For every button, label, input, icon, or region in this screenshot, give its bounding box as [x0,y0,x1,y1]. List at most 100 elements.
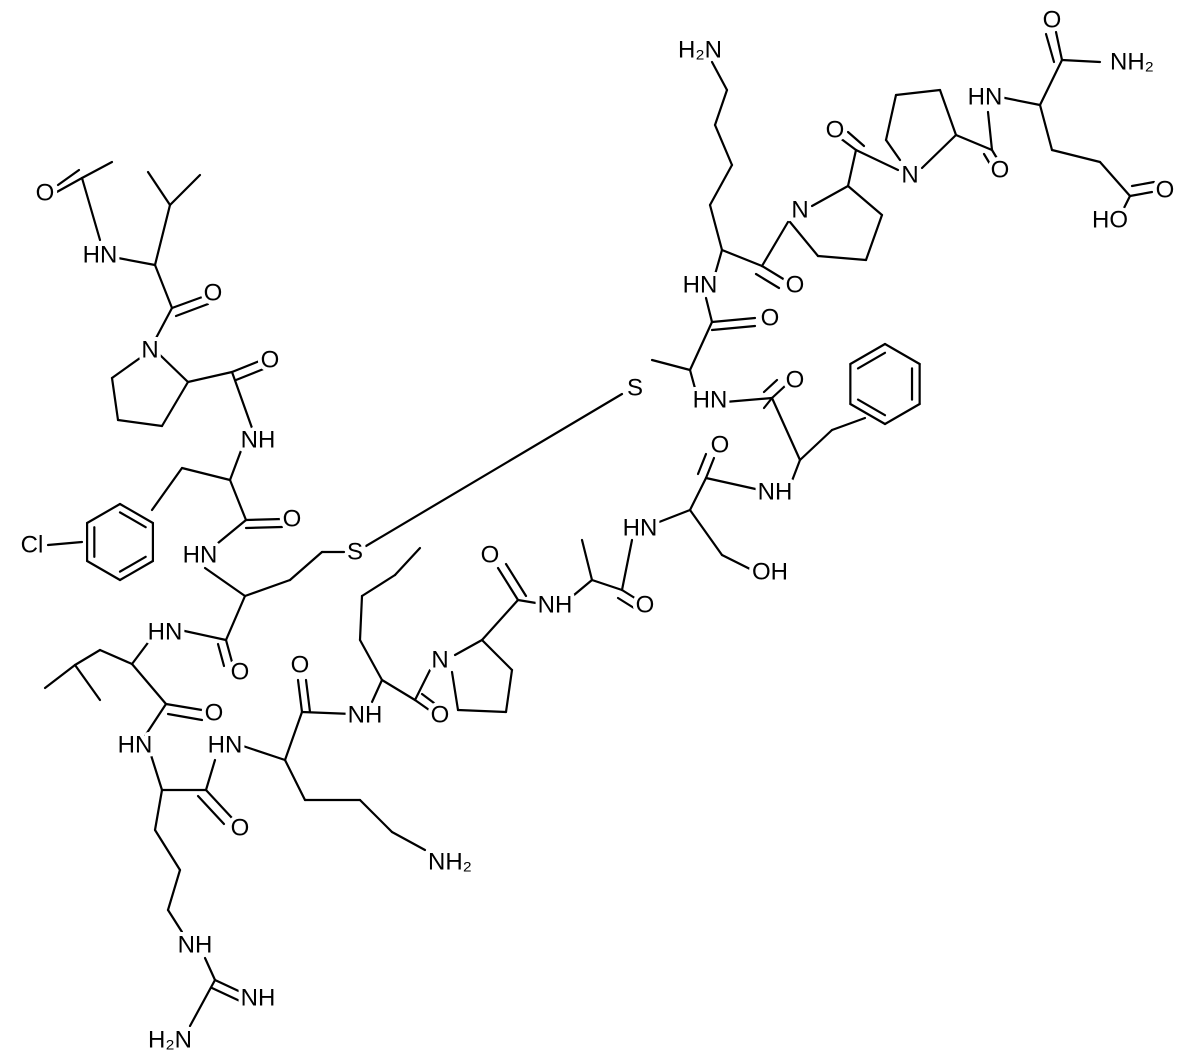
bond [158,353,190,384]
atom-label: H₂N [148,1027,192,1054]
bond [153,306,174,342]
bond [884,138,902,162]
atom-label: O [291,652,310,679]
bond [708,203,724,252]
atom-label: O [36,180,55,207]
bond [849,342,887,366]
atom-label: HO [1092,207,1128,234]
bond [838,136,858,152]
bond [846,148,858,188]
bond [413,698,434,714]
bond [810,184,850,208]
bond [798,428,834,462]
bond [196,794,226,826]
bond [760,264,787,282]
bond [453,638,484,657]
bond [224,638,234,664]
bond [456,708,508,714]
bond [300,710,354,716]
bond [846,130,866,148]
bond [56,168,81,187]
bond [186,370,234,384]
atom-label: O [761,305,780,332]
atom-label: O [636,592,655,619]
atom-label: NH [348,702,383,729]
bond [370,678,384,704]
bond [204,788,234,820]
atom-label: NH₂ [428,849,472,876]
bond [704,476,762,492]
bond [566,578,594,602]
bond [230,358,264,374]
bond [712,248,724,280]
bond [153,788,164,832]
bonds [43,30,1156,1028]
atom-label: HN [118,732,153,759]
bond [210,986,244,1004]
bond [938,88,958,137]
bond [704,296,714,324]
bond [830,416,867,432]
bond [650,358,692,372]
bond [480,638,514,672]
atom-label: O [786,272,805,299]
bond [1098,160,1132,198]
bond [166,868,182,912]
atom-label: N [791,197,808,224]
bond [760,220,790,268]
bond [203,566,247,598]
bond [688,368,698,394]
bond [118,559,155,582]
bond [160,380,190,428]
bond [80,160,114,180]
atom-label: HN [623,515,658,542]
bond [116,256,157,267]
atom-label: O [231,659,250,686]
bond [854,148,900,172]
bond [652,508,692,526]
bond [166,908,184,934]
bond [620,538,634,592]
bond [580,538,594,582]
bond [710,60,729,92]
bond [98,648,134,666]
bond [143,702,168,738]
bond [358,594,364,642]
bond [788,458,802,488]
bond [80,176,102,242]
bond [920,133,958,170]
bond [174,302,210,318]
bond [180,466,232,482]
bond [982,152,992,166]
bond [216,642,226,668]
atom-label: O [991,157,1010,184]
bond [590,578,624,592]
bond [244,517,284,522]
bond [110,376,120,422]
bond [364,392,624,548]
bond [762,396,774,410]
atom-label: N [431,647,448,674]
bond [164,702,204,712]
atom-label: NH [241,985,276,1012]
bond [118,555,147,573]
atom-label: O [1043,7,1062,34]
bond [283,710,304,762]
bond [380,678,417,702]
bond [53,176,84,195]
bond [420,692,440,708]
bond [360,573,397,598]
bond [358,638,384,682]
bond [358,798,394,834]
bond [504,668,514,714]
bond [720,553,754,572]
bond [230,370,254,430]
bond [708,163,734,207]
bond [1038,58,1064,107]
bond [884,93,898,142]
bond [788,220,820,258]
bond [130,638,152,666]
bond [754,272,781,290]
bond [696,452,708,476]
